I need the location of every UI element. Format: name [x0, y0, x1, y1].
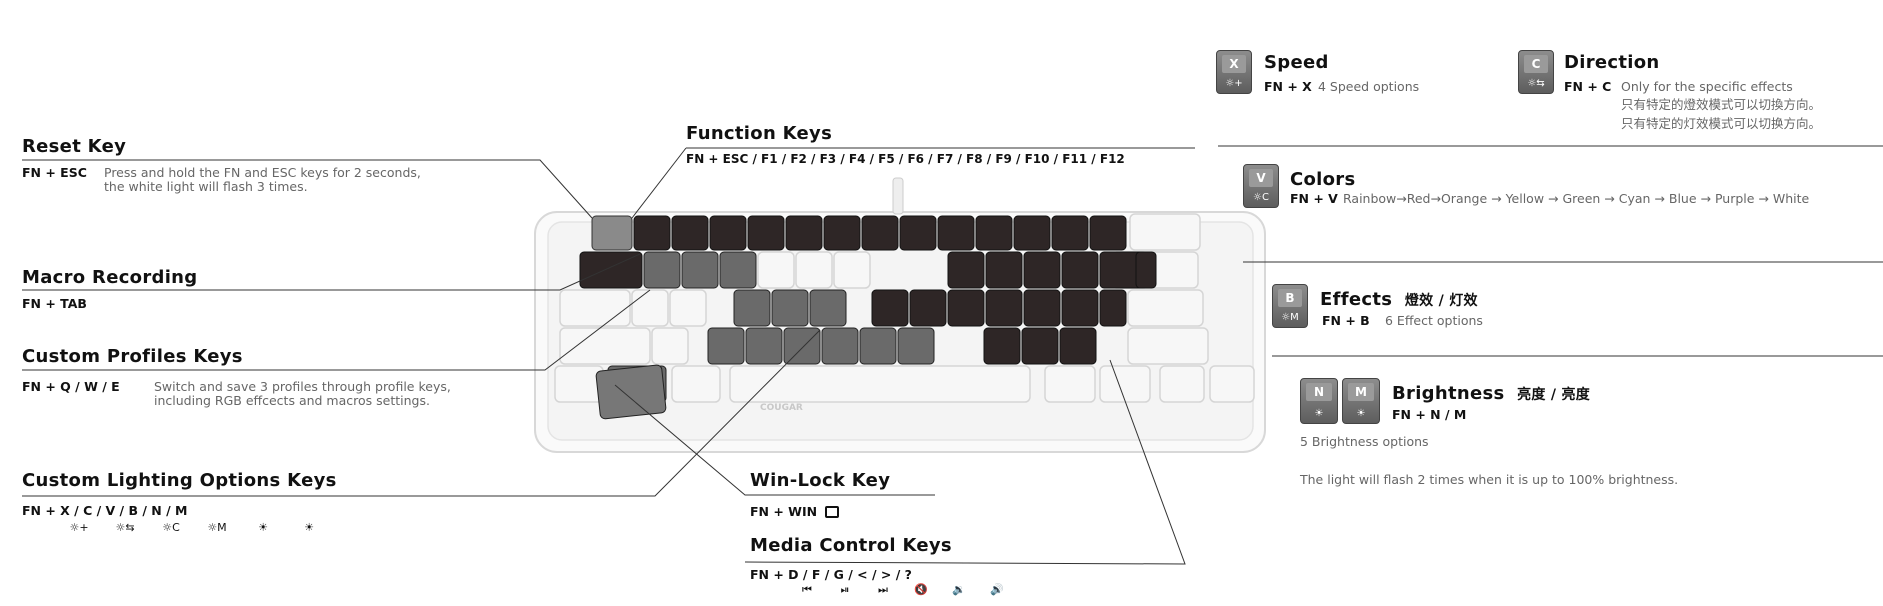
macro-recording-title: Macro Recording — [22, 267, 198, 288]
speed-icon: ☼+ — [69, 521, 89, 534]
direction-icon: ☼⇆ — [115, 521, 135, 534]
direction-key-c: C☼⇆ — [1518, 50, 1554, 94]
macro-recording-combo: FN + TAB — [22, 296, 87, 311]
effects-title-cn: 燈效 / 灯效 — [1404, 293, 1478, 309]
media-control-combo: FN + D / F / G / < / > / ? — [750, 567, 912, 582]
keyboard-cable — [892, 177, 904, 215]
esc-key — [591, 215, 633, 251]
custom-lighting-icons: ☼+ ☼⇆ ☼C ☼M ☀ ☀ — [56, 521, 332, 534]
custom-profiles-desc-1: Switch and save 3 profiles through profi… — [154, 379, 451, 394]
direction-title: Direction — [1564, 52, 1660, 73]
speed-desc: 4 Speed options — [1318, 79, 1420, 94]
function-keys-combo: FN + ESC / F1 / F2 / F3 / F4 / F5 / F6 /… — [686, 152, 1125, 166]
brightness-key-m: M☀ — [1342, 378, 1380, 424]
volume-up-icon: 🔊 — [990, 583, 1004, 596]
direction-desc-tc: 只有特定的燈效模式可以切換方向。 — [1621, 97, 1822, 112]
custom-profiles-combo: FN + Q / W / E — [22, 379, 120, 394]
reset-key-desc-2: the white light will flash 3 times. — [104, 179, 308, 194]
brightness-title-cn: 亮度 / 亮度 — [1517, 387, 1591, 403]
volume-down-icon: 🔉 — [952, 583, 966, 596]
colors-key-v: V☼C — [1243, 164, 1279, 208]
brightness-title-en: Brightness — [1392, 383, 1505, 404]
previous-track-icon: ⏮ — [802, 583, 812, 596]
colors-icon: ☼C — [162, 521, 180, 534]
custom-profiles-desc-2: including RGB effcects and macros settin… — [154, 393, 430, 408]
media-control-icons: ⏮ ⏯ ⏭ 🔇 🔉 🔊 — [788, 583, 1016, 597]
speed-combo: FN + X — [1264, 79, 1312, 94]
reset-key-combo: FN + ESC — [22, 165, 87, 180]
direction-combo: FN + C — [1564, 79, 1612, 94]
win-key — [595, 364, 667, 420]
custom-profiles-title: Custom Profiles Keys — [22, 346, 243, 367]
brightness-up-icon: ☀ — [304, 521, 314, 534]
brightness-down-icon: ☀ — [258, 521, 268, 534]
media-control-title: Media Control Keys — [750, 535, 952, 556]
speed-key-x: X☼+ — [1216, 50, 1252, 94]
effects-combo: FN + B — [1322, 313, 1370, 328]
colors-title: Colors — [1290, 169, 1356, 190]
lock-icon — [825, 506, 840, 518]
effects-desc: 6 Effect options — [1385, 313, 1483, 328]
custom-lighting-title: Custom Lighting Options Keys — [22, 470, 337, 491]
win-lock-combo-text: FN + WIN — [750, 504, 818, 519]
win-lock-title: Win-Lock Key — [750, 470, 891, 491]
effects-icon: ☼M — [207, 521, 227, 534]
direction-desc-sc: 只有特定的灯效模式可以切换方向。 — [1621, 116, 1822, 131]
effects-title: Effects 燈效 / 灯效 — [1320, 289, 1478, 310]
brightness-note: The light will flash 2 times when it is … — [1300, 472, 1679, 487]
play-pause-icon: ⏯ — [840, 583, 850, 596]
tab-key — [579, 251, 643, 289]
colors-desc: Rainbow→Red→Orange → Yellow → Green → Cy… — [1343, 191, 1810, 206]
brightness-key-n: N☀ — [1300, 378, 1338, 424]
effects-key-b: B☼M — [1272, 284, 1308, 328]
reset-key-desc-1: Press and hold the FN and ESC keys for 2… — [104, 165, 421, 180]
brightness-title: Brightness 亮度 / 亮度 — [1392, 383, 1590, 404]
custom-lighting-combo: FN + X / C / V / B / N / M — [22, 503, 188, 518]
mute-icon: 🔇 — [914, 583, 928, 596]
reset-key-title: Reset Key — [22, 136, 127, 157]
win-lock-combo: FN + WIN — [750, 504, 840, 519]
keyboard-brand: COUGAR — [760, 403, 803, 413]
brightness-desc: 5 Brightness options — [1300, 434, 1429, 449]
brightness-combo: FN + N / M — [1392, 407, 1467, 422]
direction-desc: Only for the specific effects — [1621, 79, 1793, 94]
speed-title: Speed — [1264, 52, 1329, 73]
colors-combo: FN + V — [1290, 191, 1338, 206]
effects-title-en: Effects — [1320, 289, 1393, 310]
function-keys-title: Function Keys — [686, 123, 833, 144]
next-track-icon: ⏭ — [878, 583, 888, 596]
